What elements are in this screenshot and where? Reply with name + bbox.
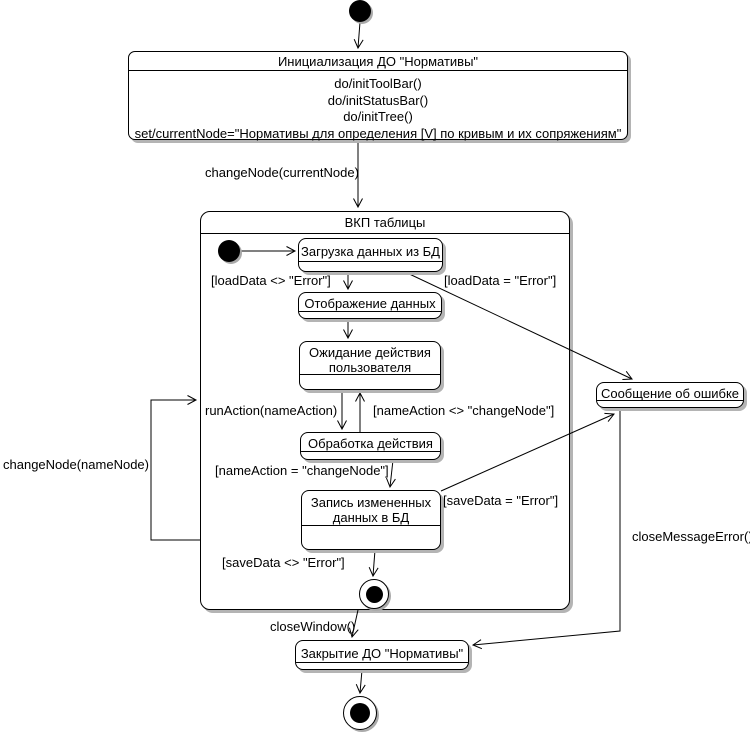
state-init-normativy: Инициализация ДО "Нормативы" do/initTool…: [128, 51, 628, 142]
edge-vkp-self-changenode: [150, 395, 201, 541]
inner-final-state-icon: [359, 579, 389, 609]
state-load-data-title: Загрузка данных из БД: [301, 244, 440, 259]
state-close-normativy: Закрытие ДО "Нормативы": [295, 640, 469, 670]
inner-initial-state-icon: [218, 240, 240, 262]
label-close-window: closeWindow(): [270, 619, 356, 634]
final-state-icon: [343, 696, 377, 730]
action-init-toolbar: do/initToolBar(): [334, 76, 422, 91]
state-display-data: Отображение данных: [298, 292, 442, 319]
edge-initial-to-init: [353, 21, 364, 50]
state-process-action: Обработка действия: [300, 432, 441, 460]
initial-state-icon: [349, 0, 371, 22]
label-load-data-error: [loadData = "Error"]: [444, 273, 557, 288]
action-set-currentnode: set/currentNode="Нормативы для определен…: [134, 125, 622, 141]
state-wait-user-title-line2: пользователя: [328, 359, 412, 375]
action-init-statusbar: do/initStatusBar(): [327, 92, 429, 108]
state-display-data-compartment: [299, 311, 441, 318]
state-display-data-title: Отображение данных: [304, 296, 436, 311]
state-save-data-compartment: [302, 525, 440, 549]
label-change-node-current: changeNode(currentNode): [205, 165, 359, 180]
state-error-message: Сообщение об ошибке: [596, 382, 744, 408]
state-wait-user-compartment: [300, 374, 440, 389]
label-name-action-change: [nameAction = "changeNode"]: [215, 463, 389, 478]
label-run-action: runAction(nameAction): [205, 403, 338, 418]
state-wait-user-action: Ожидание действия пользователя: [299, 341, 441, 390]
label-save-data-ok: [saveData <> "Error"]: [222, 555, 345, 570]
action-init-tree: do/initTree(): [343, 109, 413, 125]
label-change-node-name: changeNode(nameNode): [3, 457, 149, 472]
state-close-compartment: [296, 662, 468, 669]
label-load-data-ok: [loadData <> "Error"]: [211, 273, 331, 288]
edge-close-to-final: [355, 669, 366, 695]
state-init-title: Инициализация ДО "Нормативы": [129, 52, 627, 71]
state-process-action-compartment: [301, 451, 440, 459]
state-save-data-title-line2: данных в БД: [332, 509, 410, 525]
label-name-action-not-change: [nameAction <> "changeNode"]: [373, 403, 555, 418]
state-save-data: Запись измененных данных в БД: [301, 490, 441, 550]
state-save-data-title-line1: Запись измененных: [310, 494, 432, 510]
state-close-title: Закрытие ДО "Нормативы": [300, 645, 464, 661]
state-wait-user-title-line1: Ожидание действия: [309, 344, 431, 360]
state-error-message-title: Сообщение об ошибке: [600, 385, 740, 401]
label-save-data-error: [saveData = "Error"]: [443, 493, 559, 508]
state-load-data: Загрузка данных из БД: [298, 238, 443, 272]
state-init-actions: do/initToolBar() do/initStatusBar() do/i…: [129, 71, 627, 142]
state-vkp-table-title: ВКП таблицы: [201, 212, 569, 234]
label-close-message-error: closeMessageError(): [632, 529, 750, 544]
state-error-message-compartment: [597, 400, 743, 407]
state-load-data-compartment: [299, 261, 442, 271]
state-process-action-title: Обработка действия: [308, 436, 433, 451]
